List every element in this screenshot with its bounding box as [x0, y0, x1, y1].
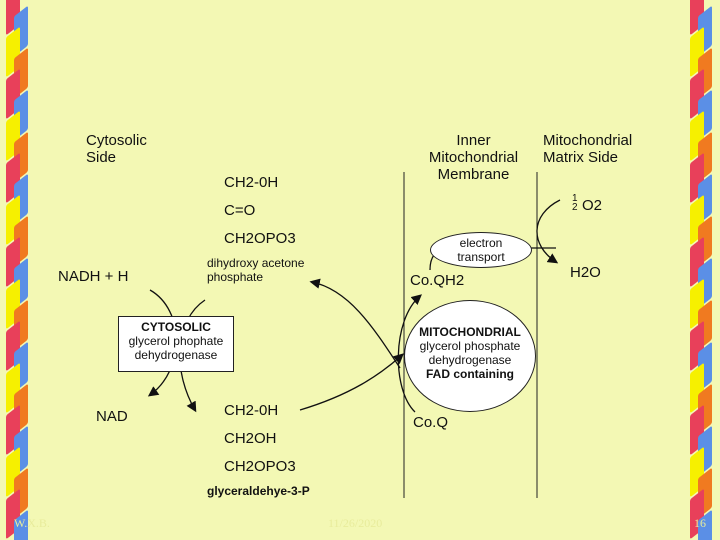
g3p-ch2oh2: CH2OH	[224, 430, 277, 447]
footer-date: 11/26/2020	[328, 516, 383, 530]
o2-label: O2	[582, 197, 603, 214]
dhap-ch2oh: CH2-0H	[224, 174, 279, 191]
nadh-label: NADH + H	[58, 268, 129, 285]
g3p-ch2opo3: CH2OPO3	[224, 458, 296, 475]
coq-label: Co.Q	[413, 414, 449, 431]
coq-to-coqh2-arrow	[397, 294, 422, 413]
nad-label: NAD	[96, 408, 128, 425]
mitochondrial-enzyme-circle: MITOCHONDRIAL glycerol phosphate dehydro…	[404, 300, 536, 412]
electron-transport-ellipse: electron transport	[430, 232, 532, 268]
dhap-co: C=O	[224, 202, 256, 219]
cytosolic-enzyme-box: CYTOSOLIC glycerol phophate dehydrogenas…	[118, 316, 234, 372]
o2-to-h2o-arrow	[536, 199, 561, 264]
coqh2-label: Co.QH2	[410, 272, 465, 289]
to-dhap-arrow	[309, 278, 401, 369]
g3p-name: glyceraldehye-3-P	[207, 484, 310, 498]
h2o-label: H2O	[570, 264, 601, 281]
g3p-ch2oh: CH2-0H	[224, 402, 279, 419]
footer-author: W.X.B.	[14, 516, 50, 530]
g3p-to-membrane-arrow	[299, 353, 404, 411]
footer-page-number: 16	[694, 516, 706, 530]
dhap-ch2opo3: CH2OPO3	[224, 230, 296, 247]
